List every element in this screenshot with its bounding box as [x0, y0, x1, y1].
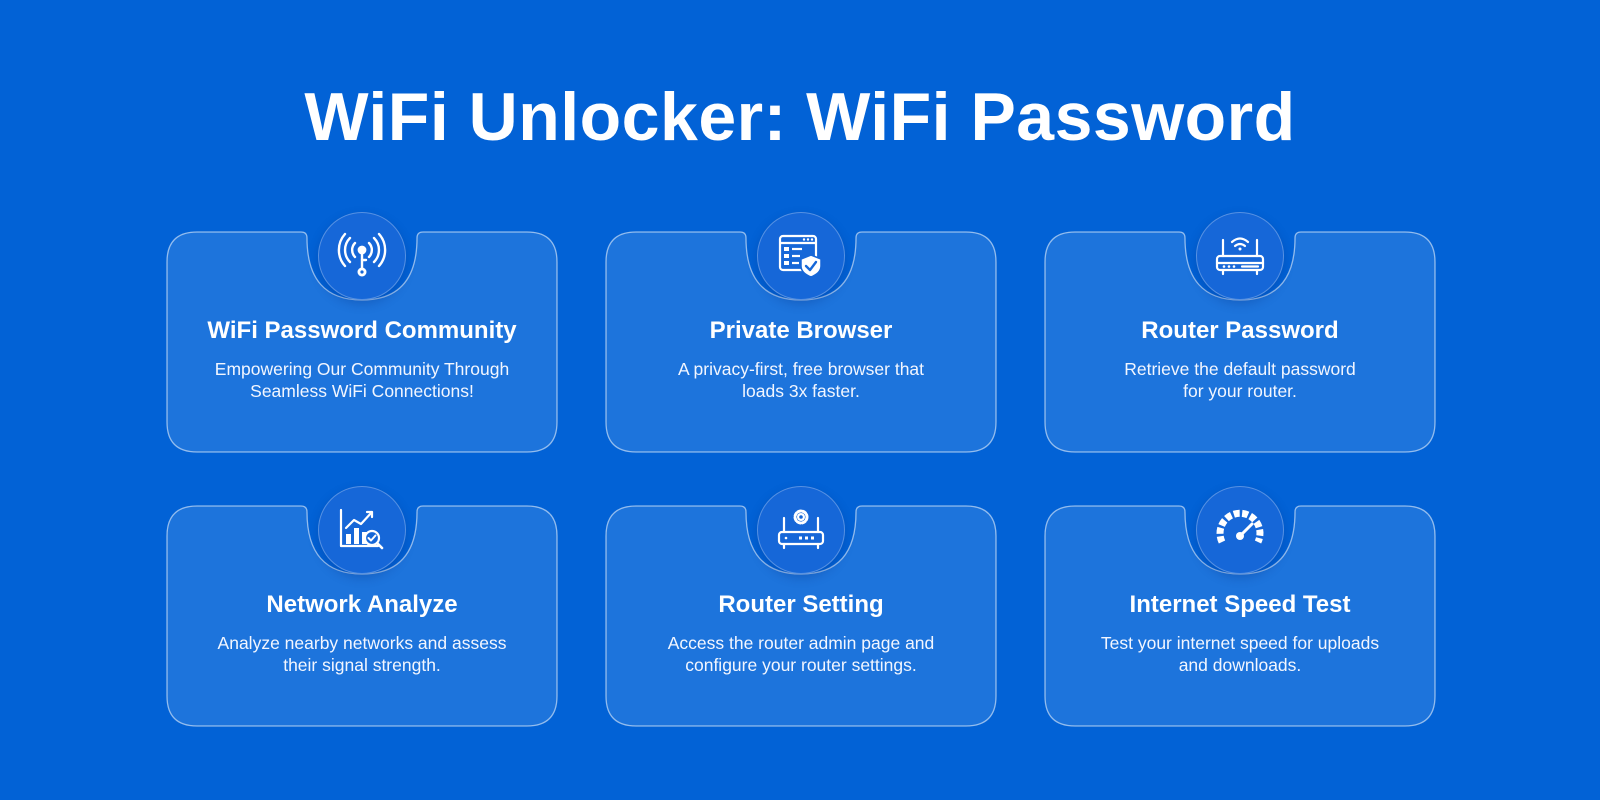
feature-card-private-browser[interactable]: Private Browser A privacy-first, free br… — [605, 212, 997, 453]
card-background — [605, 505, 997, 727]
card-title: Private Browser — [709, 317, 893, 344]
page-title: WiFi Unlocker: WiFi Password — [304, 79, 1296, 155]
card-description: Empowering Our Community Through Seamles… — [214, 359, 510, 401]
feature-card-network-analyze[interactable]: Network Analyze Analyze nearby networks … — [166, 486, 558, 727]
card-title: Internet Speed Test — [1129, 591, 1351, 618]
card-title: Network Analyze — [266, 591, 458, 618]
card-background — [1044, 505, 1436, 727]
card-title: Router Password — [1141, 317, 1339, 344]
card-description: Analyze nearby networks and assess their… — [217, 633, 507, 675]
card-background — [1044, 231, 1436, 453]
card-background — [605, 231, 997, 453]
router-gear-icon — [757, 486, 845, 574]
wifi-key-icon — [318, 212, 406, 300]
card-background — [166, 231, 558, 453]
router-icon — [1196, 212, 1284, 300]
card-description: Retrieve the default password for your r… — [1124, 359, 1356, 401]
analytics-chart-icon — [318, 486, 406, 574]
card-title: WiFi Password Community — [207, 317, 517, 344]
speedometer-icon — [1196, 486, 1284, 574]
card-description: Access the router admin page and configu… — [667, 633, 935, 675]
card-background — [166, 505, 558, 727]
feature-card-internet-speed-test[interactable]: Internet Speed Test Test your internet s… — [1044, 486, 1436, 727]
card-title: Router Setting — [718, 591, 884, 618]
card-description: A privacy-first, free browser that loads… — [677, 359, 925, 401]
feature-card-router-setting[interactable]: Router Setting Access the router admin p… — [605, 486, 997, 727]
feature-card-router-password[interactable]: Router Password Retrieve the default pas… — [1044, 212, 1436, 453]
secure-browser-icon — [757, 212, 845, 300]
card-description: Test your internet speed for uploads and… — [1100, 633, 1380, 675]
feature-card-wifi-password-community[interactable]: WiFi Password Community Empowering Our C… — [166, 212, 558, 453]
